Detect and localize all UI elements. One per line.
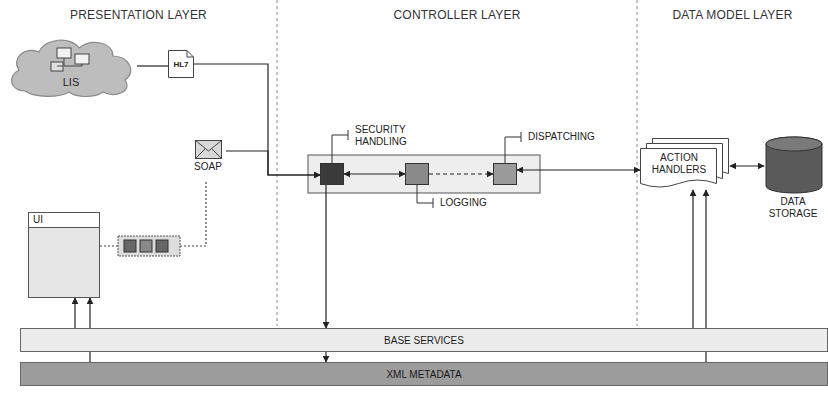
envelope-label: SOAP	[190, 161, 226, 172]
document-outline	[169, 51, 194, 78]
connector	[692, 190, 693, 328]
cloud-label: LIS	[5, 76, 137, 88]
connector	[137, 65, 168, 66]
document-page	[641, 149, 717, 188]
layer-heading: PRESENTATION LAYER	[0, 8, 277, 22]
dotted-link	[180, 180, 206, 246]
band-label: XML METADATA	[386, 369, 461, 380]
layer-heading: CONTROLLER LAYER	[277, 8, 637, 22]
callout-label: LOGGING	[440, 197, 487, 209]
cylinder-top	[766, 137, 822, 151]
connector	[730, 165, 764, 166]
layer-heading: DATA MODEL LAYER	[637, 8, 828, 22]
connector	[74, 298, 75, 328]
computer-icon	[75, 54, 89, 64]
handler-stack: ACTION HANDLERS	[640, 138, 730, 190]
network-wire	[57, 58, 82, 66]
controller-module: SECURITY HANDLING	[320, 163, 344, 185]
service-band: BASE SERVICES	[20, 328, 828, 352]
leader-line	[505, 132, 521, 163]
callout-label: SECURITY HANDLING	[355, 124, 419, 148]
cloud-outline	[12, 40, 131, 96]
cylinder-shape	[764, 136, 824, 194]
band-label: BASE SERVICES	[384, 335, 464, 346]
callout-leader	[320, 163, 344, 185]
connector	[226, 151, 320, 175]
callout-leader	[493, 163, 517, 185]
message-strip	[118, 236, 180, 256]
database-cylinder: DATA STORAGE	[764, 136, 824, 194]
leader-line	[332, 130, 348, 163]
message-block	[140, 240, 152, 252]
dotted-link	[100, 245, 118, 246]
connector	[344, 173, 405, 174]
message-document: HL7	[168, 50, 194, 78]
callout-leader	[405, 163, 429, 185]
storage-label: DATA STORAGE	[760, 196, 826, 220]
computer-icon	[57, 48, 71, 58]
connector	[325, 185, 326, 328]
cloud-shape	[5, 36, 137, 98]
controller-module: DISPATCHING	[493, 163, 517, 185]
window-title: UI	[33, 214, 43, 226]
document-fold	[187, 51, 194, 58]
ui-window: UI	[28, 212, 100, 298]
handler-label: ACTION HANDLERS	[641, 152, 717, 176]
document-label: HL7	[168, 60, 194, 69]
connector	[194, 64, 320, 175]
envelope-icon: SOAP	[190, 140, 226, 174]
system-cloud: LIS	[5, 36, 137, 98]
message-block	[124, 240, 136, 252]
callout-label: DISPATCHING	[528, 131, 595, 143]
leader-line	[417, 185, 433, 208]
connector	[325, 352, 326, 362]
layer-separator	[277, 0, 278, 326]
envelope-shape	[190, 140, 226, 160]
service-band: XML METADATA	[20, 362, 828, 386]
connector	[517, 169, 640, 170]
cylinder-body	[766, 137, 822, 193]
message-block	[156, 240, 168, 252]
envelope-flap	[196, 141, 222, 159]
connector	[429, 173, 493, 174]
layer-separator	[637, 0, 638, 326]
envelope-outline	[196, 141, 222, 159]
controller-module: LOGGING	[405, 163, 429, 185]
